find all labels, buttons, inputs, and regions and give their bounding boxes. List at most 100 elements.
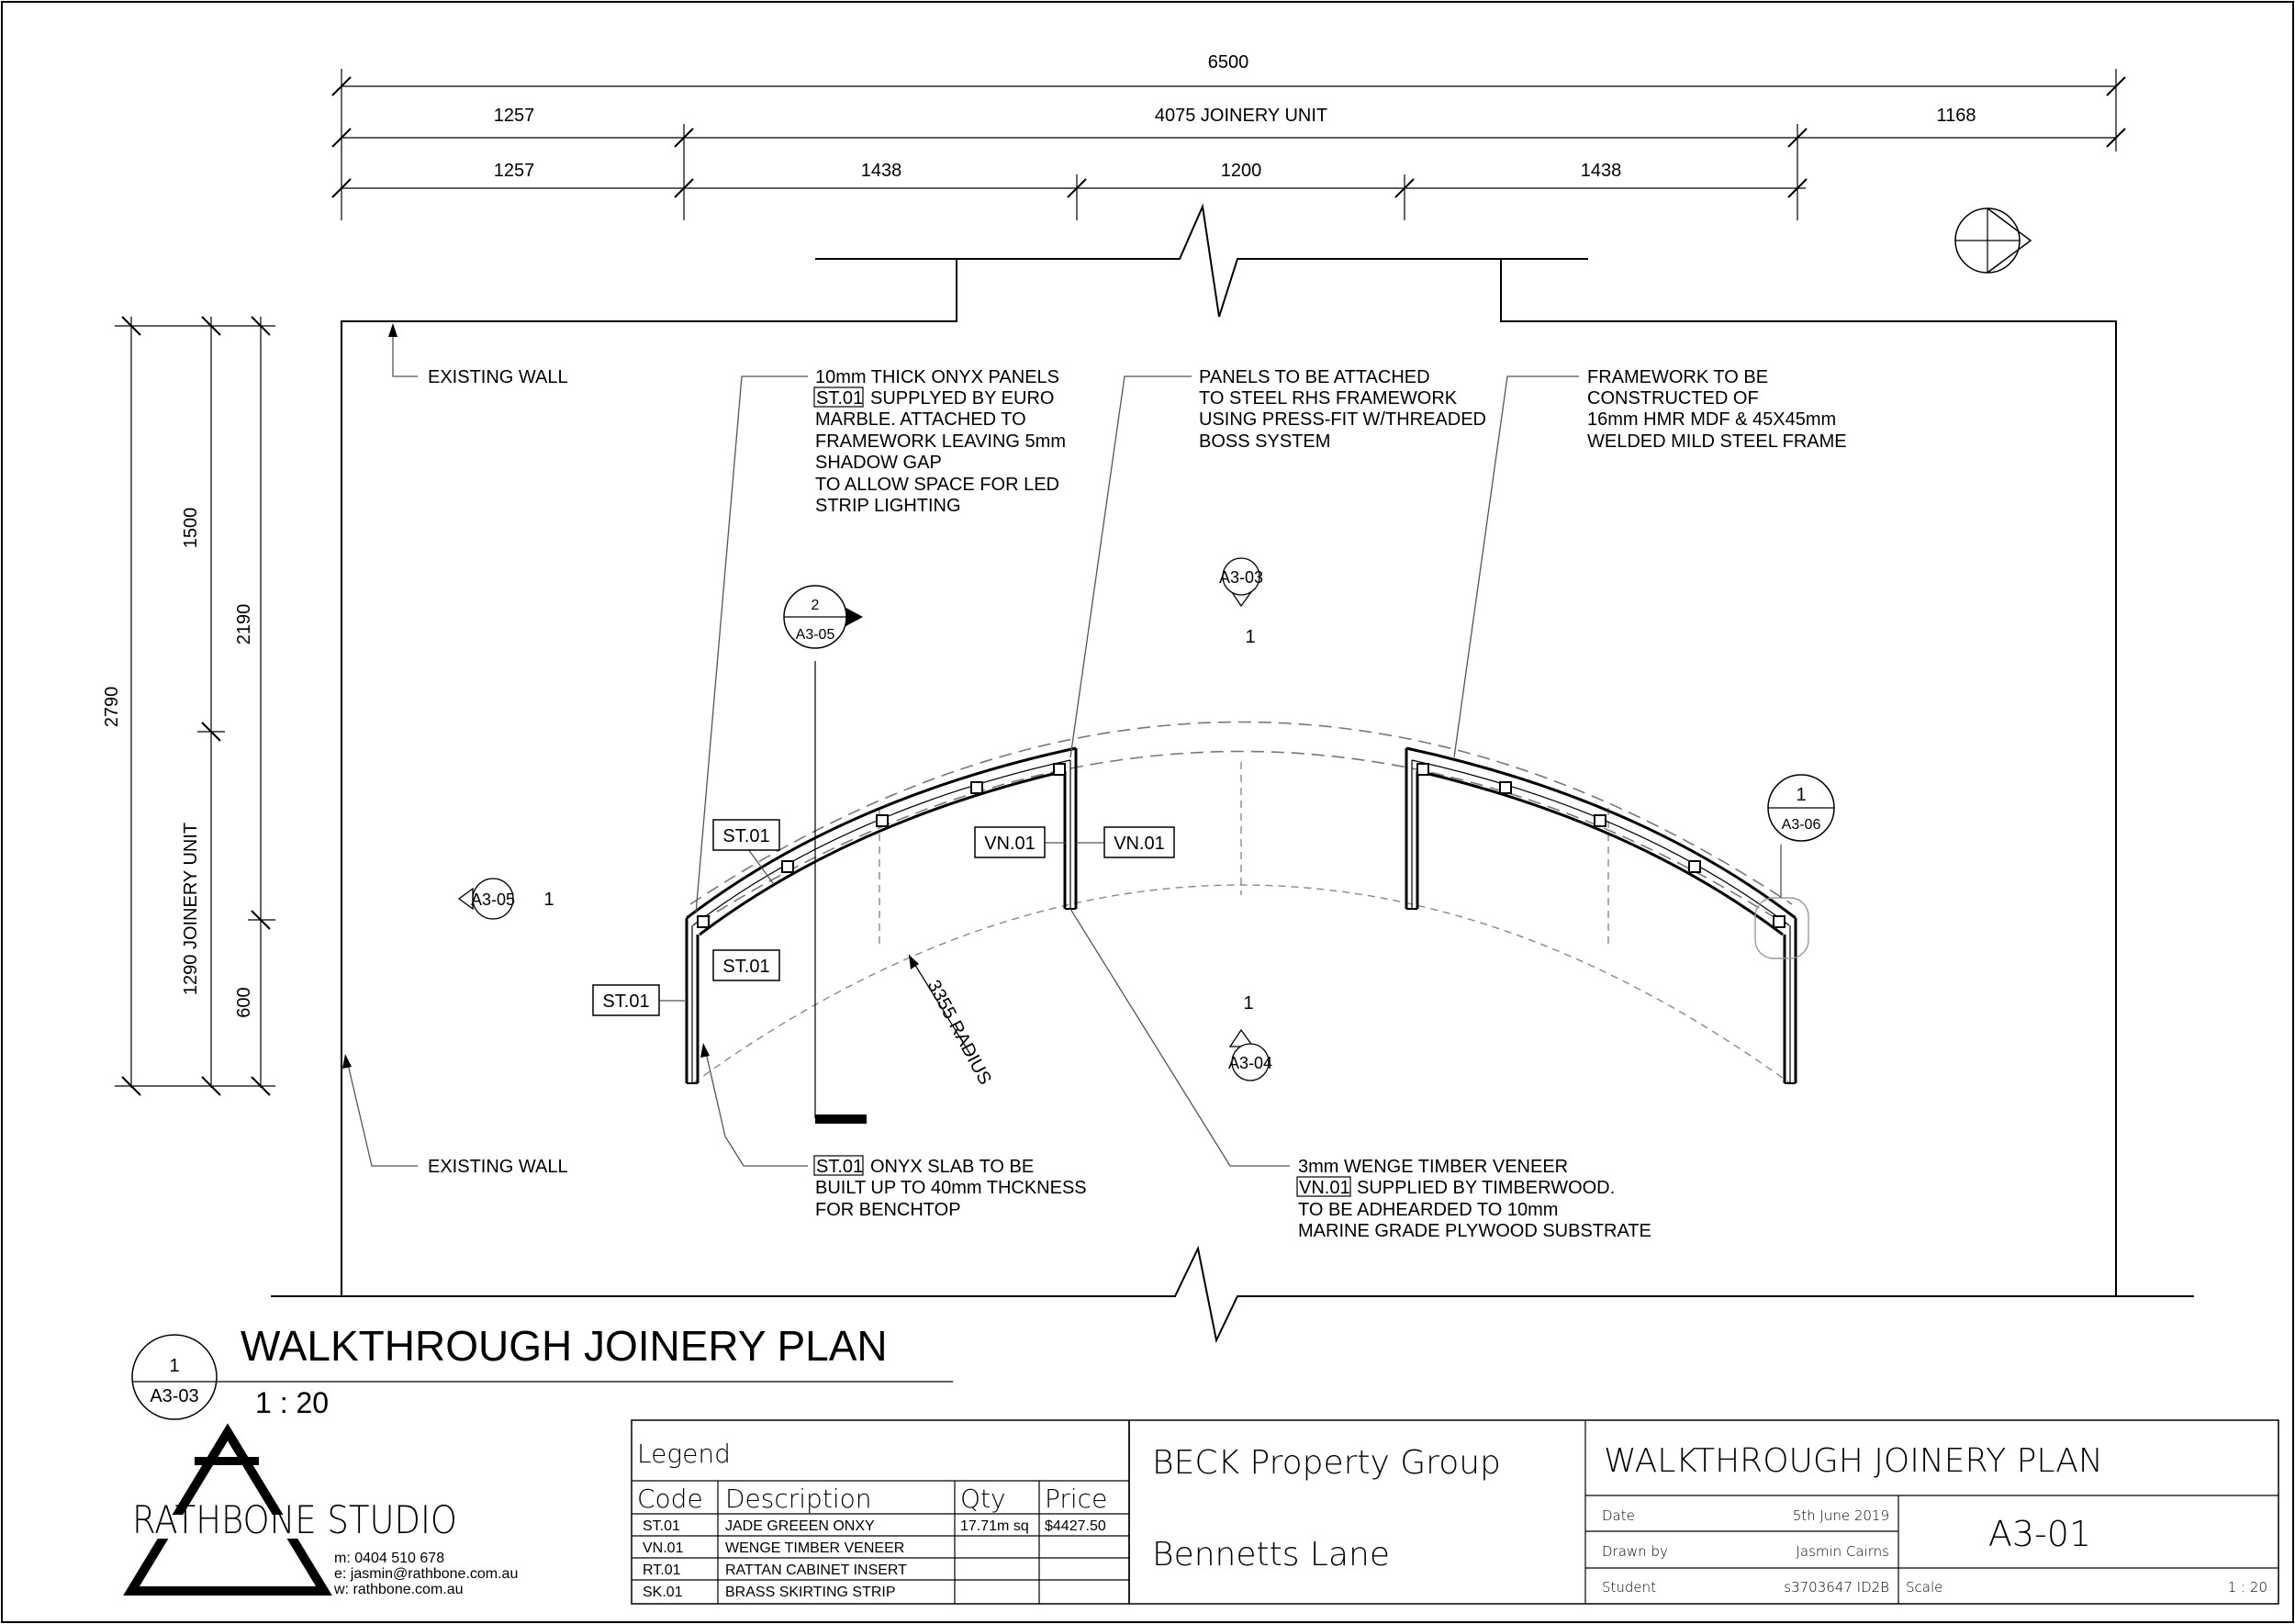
- table-row: RT.01 RATTAN CABINET INSERT: [643, 1562, 907, 1578]
- detail-marker-icon: 1 A3-06: [1754, 774, 1835, 959]
- elevation-marker-bottom-icon: A3-04 1: [1228, 993, 1272, 1081]
- note-framework-line3: 16mm HMR MDF & 45X45mm: [1587, 409, 1836, 430]
- radius-label: 3355 RADIUS: [924, 977, 995, 1088]
- student-value: s3703647 ID2B: [1784, 1579, 1889, 1596]
- drawn-by-label: Drawn by: [1602, 1543, 1668, 1560]
- legend-cell-price: $4427.50: [1045, 1518, 1106, 1534]
- top-dimensions: 6500 1257 4075 JOINERY UNIT 1168 1257 14…: [331, 52, 2126, 220]
- radius-dimension: 3355 RADIUS: [908, 954, 995, 1088]
- note-veneer-line1: 3mm WENGE TIMBER VENEER: [1298, 1157, 1568, 1177]
- note-onyx-panels-line4: FRAMEWORK LEAVING 5mm: [815, 431, 1066, 452]
- note-onyx-slab-code: ST.01: [816, 1157, 863, 1177]
- drawing-title-scale: 1 : 20: [255, 1386, 329, 1419]
- tag-st01-top: ST.01: [722, 826, 769, 846]
- tag-vn01-left: VN.01: [984, 834, 1036, 854]
- scale-value: 1 : 20: [2228, 1579, 2267, 1596]
- drawing-title: 1 A3-03 WALKTHROUGH JOINERY PLAN 1 : 20: [131, 1322, 953, 1420]
- dim-left-offset: 1257: [494, 106, 535, 126]
- note-existing-wall-top: EXISTING WALL: [428, 367, 568, 387]
- dim-left-inner-lower: 600: [234, 987, 254, 1017]
- client-name: BECK Property Group: [1152, 1444, 1501, 1482]
- note-onyx-panels-line7: STRIP LIGHTING: [815, 496, 961, 516]
- tag-st01-side: ST.01: [602, 991, 649, 1012]
- detail-marker-sheet: A3-06: [1782, 817, 1821, 833]
- note-onyx-panels-code: ST.01: [816, 388, 863, 409]
- legend-cell-code: ST.01: [643, 1518, 680, 1534]
- elev-top-sheet: A3-03: [1219, 568, 1263, 587]
- dim-seg-3: 1200: [1221, 161, 1262, 181]
- dim-left-upper: 1500: [181, 508, 201, 549]
- note-veneer-line4: MARINE GRADE PLYWOOD SUBSTRATE: [1298, 1221, 1651, 1241]
- legend-header-description: Description: [725, 1484, 871, 1514]
- note-framework-line4: WELDED MILD STEEL FRAME: [1587, 431, 1847, 452]
- legend-cell-description: JADE GREEEN ONXY: [725, 1518, 875, 1534]
- note-framework-line1: FRAMEWORK TO BE: [1587, 367, 1768, 387]
- note-onyx-panels-line3: MARBLE. ATTACHED TO: [815, 409, 1026, 430]
- dim-seg-2: 1438: [861, 161, 902, 181]
- dim-left-inner-upper: 2190: [234, 604, 254, 645]
- studio-email: e: jasmin@rathbone.com.au: [334, 1566, 518, 1582]
- studio-logo: RATHBONE STUDIO m: 0404 510 678 e: jasmi…: [123, 1423, 518, 1597]
- left-dimensions: 2790 1500 1290 JOINERY UNIT 2190 600: [102, 316, 275, 1096]
- note-existing-wall-bottom: EXISTING WALL: [428, 1157, 568, 1177]
- joinery-unit: [685, 721, 1797, 1084]
- legend-cell-description: RATTAN CABINET INSERT: [725, 1562, 907, 1578]
- note-onyx-panels-line2: SUPPLYED BY EURO: [870, 388, 1054, 409]
- legend-cell-description: WENGE TIMBER VENEER: [725, 1540, 904, 1556]
- note-onyx-panels-line1: 10mm THICK ONYX PANELS: [815, 367, 1059, 387]
- legend-header-code: Code: [637, 1484, 703, 1514]
- dim-seg-1: 1257: [494, 161, 535, 181]
- drawing-title-text: WALKTHROUGH JOINERY PLAN: [241, 1322, 888, 1370]
- note-framework-line2: CONSTRUCTED OF: [1587, 388, 1759, 409]
- note-panels-attached-line3: USING PRESS-FIT W/THREADED: [1199, 409, 1486, 430]
- legend-table: Legend Code Description Qty Price ST.01 …: [631, 1419, 1130, 1605]
- dim-left-overall: 2790: [102, 687, 122, 728]
- annotation-notes: EXISTING WALL EXISTING WALL 10mm THICK O…: [342, 323, 1847, 1241]
- note-onyx-panels-line6: TO ALLOW SPACE FOR LED: [815, 475, 1059, 495]
- drawn-by-value: Jasmin Cairns: [1796, 1543, 1889, 1560]
- dim-right-offset: 1168: [1936, 106, 1976, 126]
- legend-title: Legend: [637, 1439, 731, 1469]
- date-value: 5th June 2019: [1793, 1507, 1889, 1524]
- legend-cell-description: BRASS SKIRTING STRIP: [725, 1585, 896, 1600]
- date-label: Date: [1602, 1507, 1635, 1524]
- note-veneer-code: VN.01: [1299, 1178, 1350, 1198]
- project-name: Bennetts Lane: [1152, 1536, 1390, 1574]
- elevation-marker-left-icon: A3-05 1: [457, 878, 554, 920]
- note-onyx-slab-line2: BUILT UP TO 40mm THCKNESS: [815, 1178, 1087, 1198]
- tag-st01-mid: ST.01: [722, 957, 769, 977]
- legend-cell-qty: 17.71m sq: [960, 1518, 1029, 1534]
- dim-joinery-unit: 4075 JOINERY UNIT: [1155, 106, 1327, 126]
- studio-name: RATHBONE STUDIO: [132, 1497, 457, 1542]
- elev-left-sheet: A3-05: [471, 890, 515, 909]
- studio-web: w: rathbone.com.au: [333, 1582, 464, 1597]
- studio-phone: m: 0404 510 678: [334, 1551, 444, 1566]
- student-label: Student: [1602, 1579, 1656, 1596]
- drawing-title-number: 1: [169, 1356, 179, 1376]
- note-panels-attached-line1: PANELS TO BE ATTACHED: [1199, 367, 1430, 387]
- elev-left-number: 1: [543, 890, 554, 910]
- section-cut-line: [814, 661, 867, 1124]
- dim-left-joinery: 1290 JOINERY UNIT: [181, 823, 201, 995]
- sheet-number: A3-01: [1988, 1514, 2091, 1554]
- legend-cell-code: VN.01: [643, 1540, 684, 1556]
- existing-walls: [271, 203, 2194, 1344]
- dim-seg-4: 1438: [1581, 161, 1622, 181]
- section-marker-sheet: A3-05: [796, 627, 835, 643]
- drawing-title-sheet: A3-03: [150, 1386, 198, 1406]
- scale-label: Scale: [1906, 1579, 1942, 1596]
- table-row: SK.01 BRASS SKIRTING STRIP: [643, 1585, 896, 1600]
- table-row: ST.01 JADE GREEEN ONXY 17.71m sq $4427.5…: [643, 1518, 1106, 1534]
- title-block: BECK Property Group Bennetts Lane WALKTH…: [1128, 1419, 2279, 1605]
- note-onyx-slab-line1: ONYX SLAB TO BE: [870, 1157, 1034, 1177]
- section-marker-number: 2: [812, 598, 820, 613]
- elevation-marker-top-icon: A3-03 1: [1219, 557, 1263, 647]
- note-veneer-line3: TO BE ADHEARDED TO 10mm: [1298, 1200, 1558, 1220]
- elev-bottom-sheet: A3-04: [1228, 1054, 1272, 1072]
- detail-marker-number: 1: [1796, 785, 1806, 805]
- elev-bottom-number: 1: [1243, 993, 1253, 1014]
- north-arrow-icon: [1954, 207, 2032, 274]
- legend-header-price: Price: [1045, 1484, 1107, 1514]
